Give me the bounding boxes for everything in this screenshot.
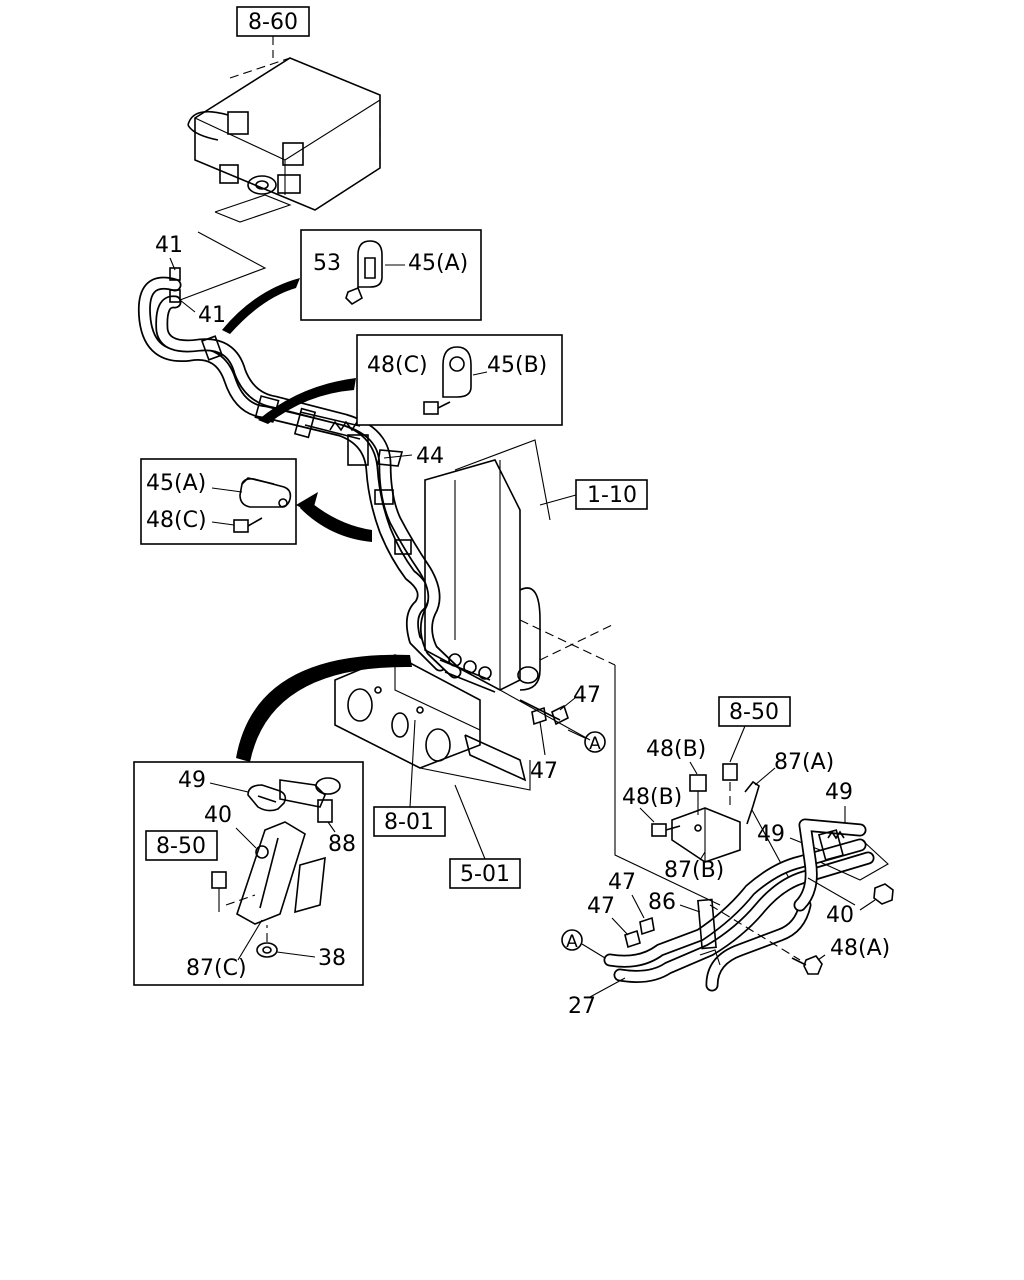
callout-45a-side: 45(A) <box>146 471 206 496</box>
ref-box-8-50-inset: 8-50 <box>145 830 218 861</box>
ref-8-60: 8-60 <box>248 10 298 35</box>
callout-49-right-mid: 49 <box>757 822 785 847</box>
callout-47-right-bottom: 47 <box>587 894 615 919</box>
callout-45a: 45(A) <box>408 251 468 276</box>
callout-47-right-top: 47 <box>608 870 636 895</box>
frame-cross-member <box>334 654 561 791</box>
callout-41-lower: 41 <box>198 303 226 328</box>
ref-8-01: 8-01 <box>384 810 434 835</box>
callout-87a: 87(A) <box>774 750 834 775</box>
marker-a-mid-label: A <box>589 734 601 754</box>
callout-53: 53 <box>313 251 341 276</box>
marker-a-lower: A <box>561 929 583 952</box>
callout-41-upper: 41 <box>155 233 183 258</box>
heater-unit <box>187 57 381 223</box>
inset-clip-45a-top: 53 45(A) <box>300 229 482 321</box>
inset-clip-45a-side: 45(A) 48(C) <box>140 458 297 545</box>
inset-bracket-87c: 49 40 88 87(C) 38 8-50 <box>133 761 364 986</box>
ref-8-50-right: 8-50 <box>729 700 779 725</box>
callout-40-inset: 40 <box>204 803 232 828</box>
ref-box-8-60: 8-60 <box>236 6 310 37</box>
callout-48c-side: 48(C) <box>146 508 207 533</box>
callout-45b: 45(B) <box>487 353 547 378</box>
ref-box-5-01: 5-01 <box>449 858 521 889</box>
ref-box-8-50-right: 8-50 <box>718 696 791 727</box>
heater-hose-main <box>137 276 496 693</box>
callout-88: 88 <box>328 832 356 857</box>
ref-8-50-inset: 8-50 <box>156 834 206 859</box>
callout-86: 86 <box>648 890 676 915</box>
callout-49-inset: 49 <box>178 768 206 793</box>
callout-47-mid-bottom: 47 <box>530 759 558 784</box>
callout-27: 27 <box>568 994 596 1019</box>
ref-box-8-01: 8-01 <box>373 806 446 837</box>
marker-a-lower-label: A <box>566 932 578 952</box>
callout-40-right: 40 <box>826 903 854 928</box>
callout-48c-top: 48(C) <box>367 353 428 378</box>
ref-box-1-10: 1-10 <box>575 479 648 510</box>
radiator-frame <box>424 439 551 691</box>
marker-a-mid: A <box>584 731 606 754</box>
callout-38: 38 <box>318 946 346 971</box>
ref-1-10: 1-10 <box>587 483 637 508</box>
callout-48b-lower: 48(B) <box>622 785 682 810</box>
callout-48b-upper: 48(B) <box>646 737 706 762</box>
inset-clip-45b: 48(C) 45(B) <box>356 334 563 426</box>
callout-87c: 87(C) <box>186 956 247 981</box>
callout-87b: 87(B) <box>664 858 724 883</box>
callout-48a: 48(A) <box>830 936 890 961</box>
callout-44: 44 <box>416 444 444 469</box>
ref-5-01: 5-01 <box>460 862 510 887</box>
callout-47-mid-top: 47 <box>573 683 601 708</box>
callout-49-right-top: 49 <box>825 780 853 805</box>
